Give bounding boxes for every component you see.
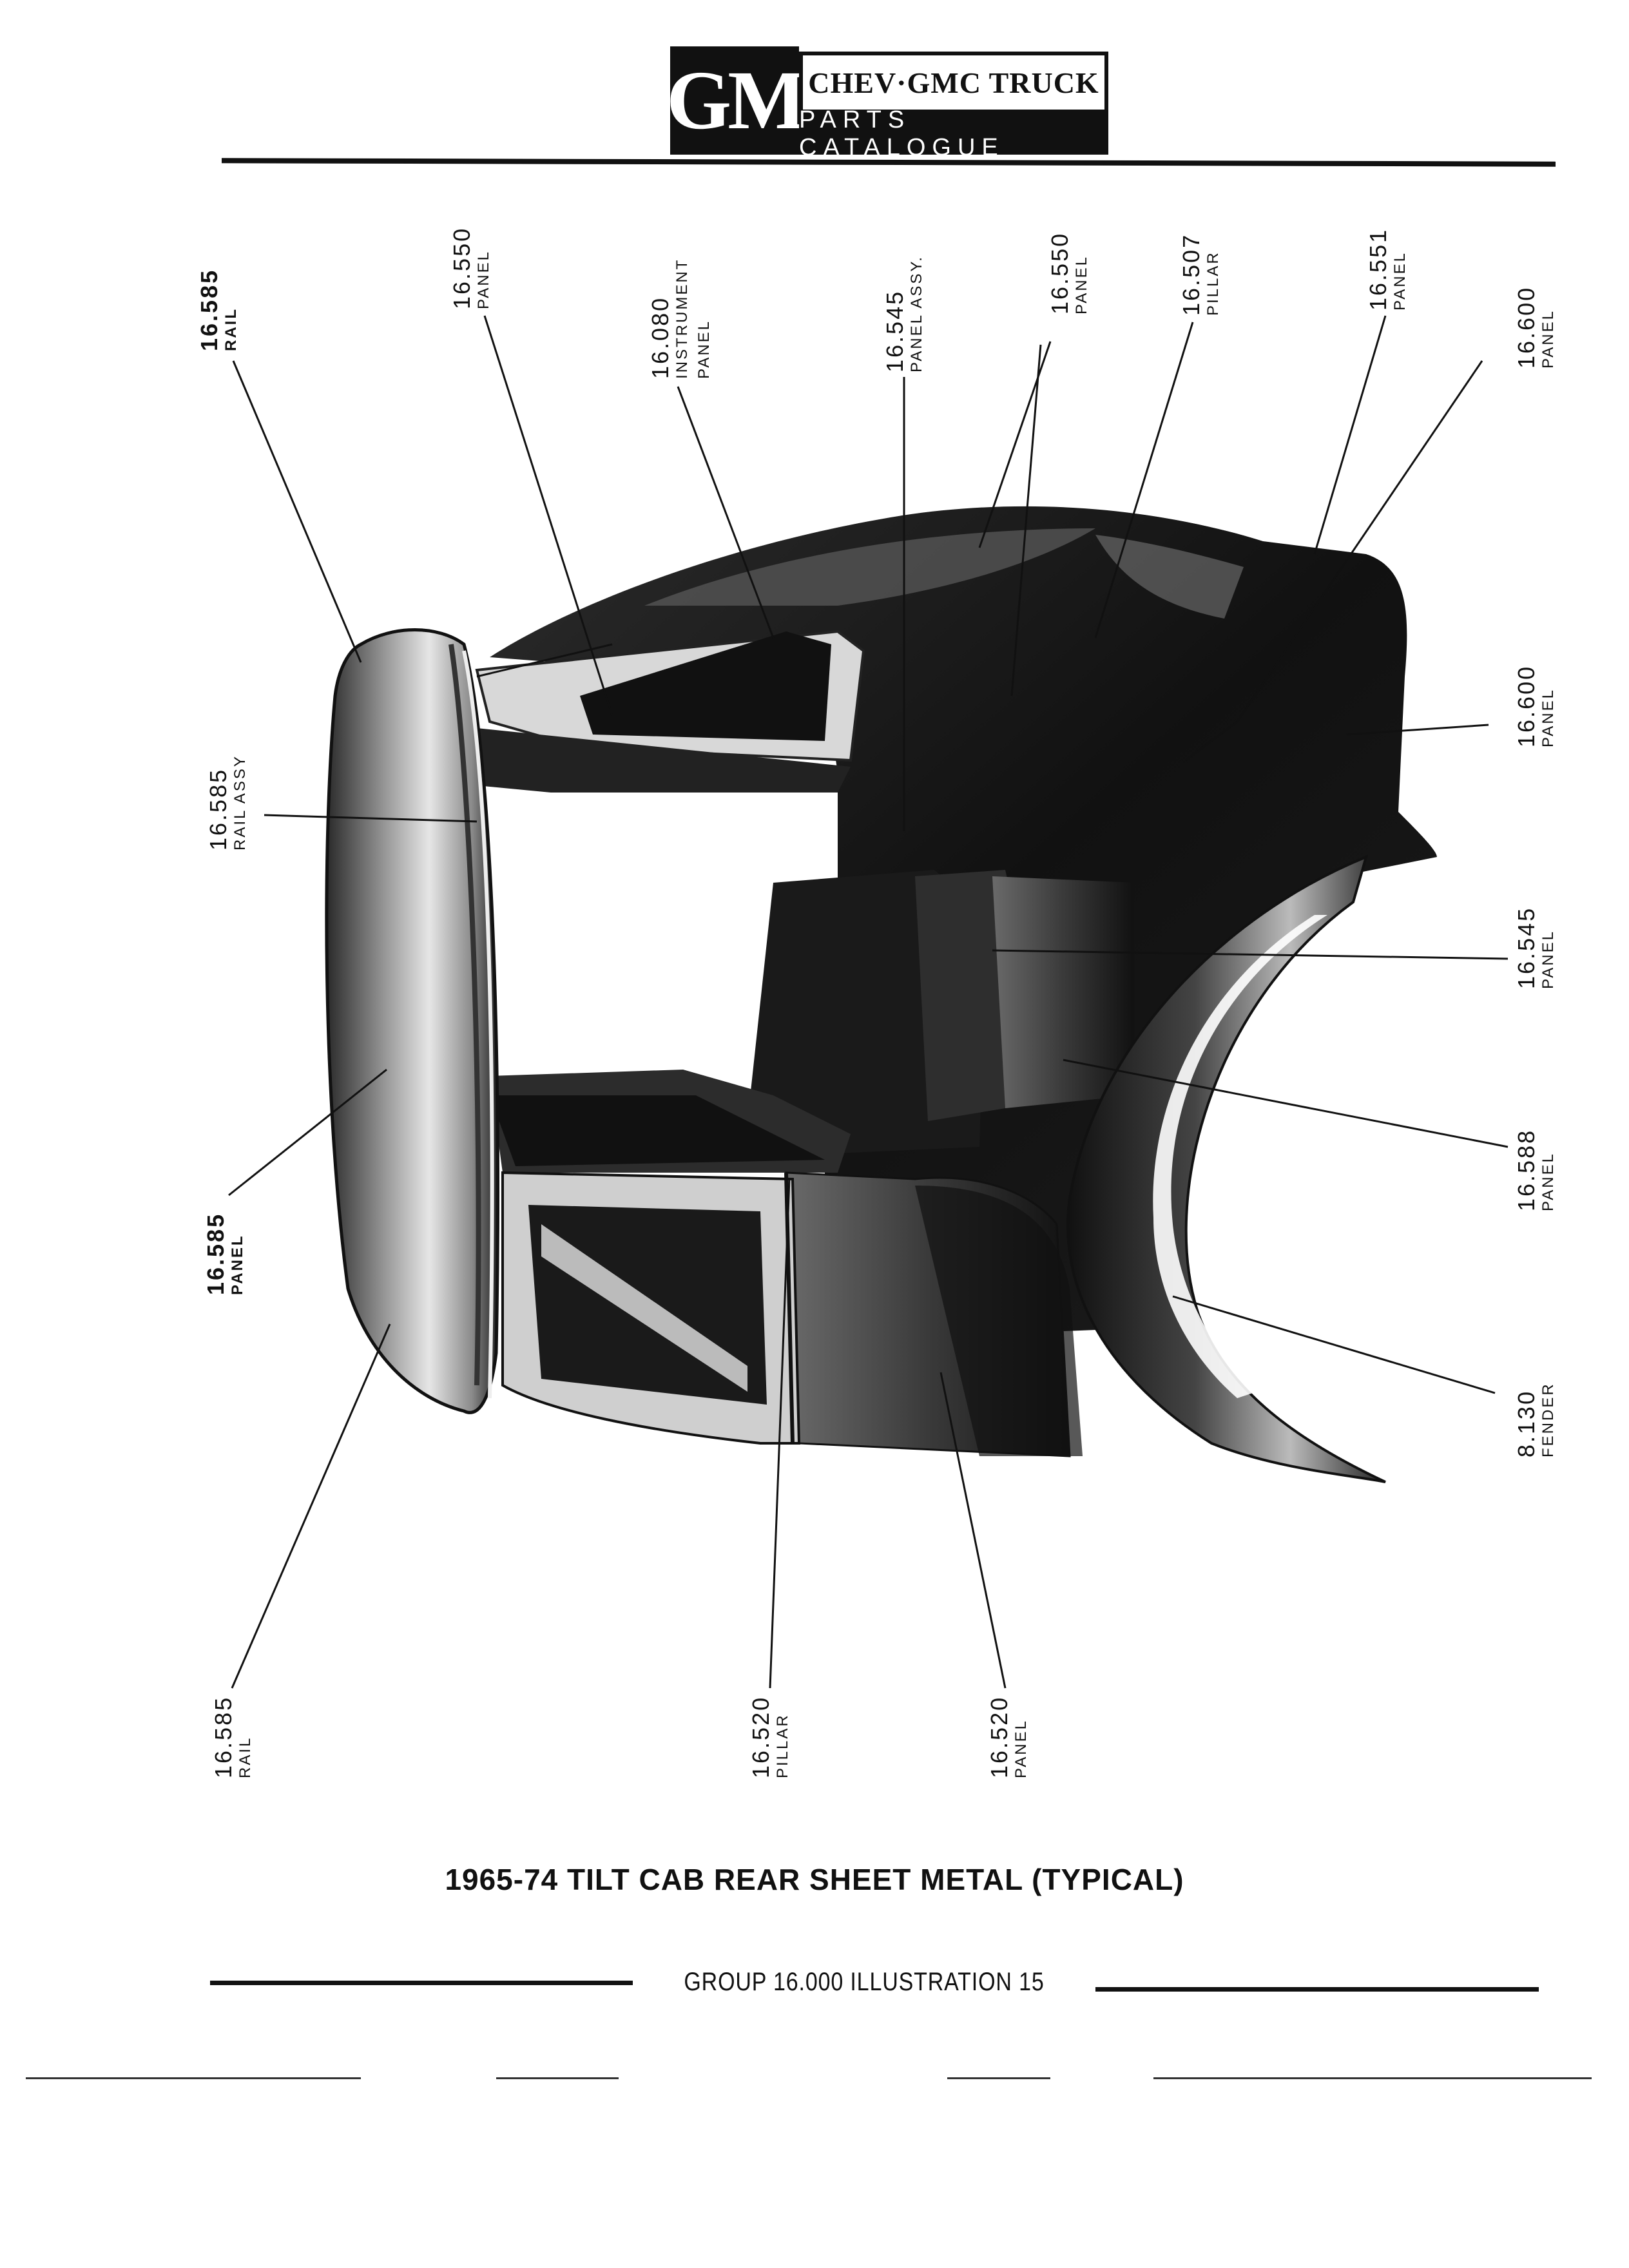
callout-name: RAIL ASSY: [231, 754, 249, 850]
callout-number: 16.507: [1178, 233, 1204, 316]
leader-c13: [228, 1068, 387, 1196]
leader-c3: [677, 386, 775, 639]
callout-number: 16.600: [1513, 664, 1539, 747]
callout-name: PANEL: [1391, 251, 1409, 311]
callout-16588-panel: 16.588 PANEL: [1513, 1128, 1559, 1211]
callout-number: 16.550: [448, 226, 475, 309]
callout-number: 16.520: [986, 1695, 1012, 1778]
leader-c11: [992, 949, 1509, 960]
leader-c6: [1094, 322, 1194, 639]
callout-name: PANEL: [1012, 1719, 1030, 1778]
leader-c12: [1063, 1059, 1509, 1148]
callout-number: 16.545: [1513, 906, 1539, 989]
callout-16585-rail-bottom: 16.585 RAIL: [210, 1695, 256, 1778]
scan-rule: [26, 2077, 361, 2079]
callout-name-2: PANEL: [695, 320, 713, 379]
callout-8130-fender: 8.130 FENDER: [1513, 1382, 1559, 1457]
callout-name: PANEL: [1539, 930, 1557, 989]
gm-logo: GM: [666, 46, 807, 155]
gm-logo-mark: GM: [666, 54, 807, 147]
callout-name: RAIL: [236, 1736, 254, 1778]
callout-16507-pillar: 16.507 PILLAR: [1178, 233, 1224, 316]
callout-16545-panel-assy: 16.545 PANEL ASSY.: [882, 255, 928, 372]
front-rail-assy: [325, 628, 500, 1414]
leader-c1: [232, 360, 362, 663]
leader-c14: [1172, 1295, 1496, 1394]
callout-number: 16.545: [882, 289, 908, 372]
windshield-opening: [580, 631, 831, 741]
callout-number: 16.585: [205, 767, 231, 850]
lower-quarter-panel-shadow: [915, 1186, 1083, 1456]
callout-16600-panel-top: 16.600 PANEL: [1513, 285, 1559, 369]
callout-16585-panel: 16.585 PANEL: [202, 1212, 249, 1295]
leader-c2b: [476, 643, 613, 678]
scan-rule: [496, 2077, 619, 2079]
callout-name: PANEL: [1539, 1152, 1557, 1211]
leader-c16: [769, 1178, 791, 1689]
leader-c8b: [1185, 720, 1238, 762]
callout-16585-rail-top: 16.585 RAIL: [196, 268, 242, 351]
callout-name: RAIL: [222, 307, 240, 351]
callout-name: PANEL: [1539, 688, 1557, 747]
callout-name: PANEL: [229, 1234, 246, 1295]
callout-number: 16.585: [202, 1212, 229, 1295]
front-rail-edge: [448, 644, 481, 1386]
callout-name: PANEL: [475, 250, 492, 309]
callout-16585-rail-assy: 16.585 RAIL ASSY: [205, 754, 251, 850]
callout-number: 8.130: [1513, 1389, 1539, 1457]
callout-16520-pillar: 16.520 PILLAR: [747, 1695, 794, 1778]
callout-16551-panel: 16.551 PANEL: [1365, 227, 1411, 311]
roof-highlight: [644, 528, 1095, 606]
callout-name: FENDER: [1539, 1382, 1557, 1457]
leader-lines: [228, 315, 1509, 1689]
callout-16545-panel: 16.545 PANEL: [1513, 906, 1559, 989]
leader-c7: [1313, 315, 1387, 555]
callout-name: PANEL: [1073, 255, 1090, 314]
instrument-panel-lower: [477, 728, 851, 799]
leader-c10: [1346, 724, 1489, 736]
leader-c15: [231, 1323, 391, 1689]
callout-number: 16.600: [1513, 285, 1539, 369]
roof-highlight-2: [1095, 535, 1244, 619]
callout-name: INSTRUMENT: [673, 258, 691, 379]
callout-name: PANEL: [1539, 309, 1557, 369]
leader-c9: [264, 814, 477, 823]
callout-16080-instrument-panel: 16.080 INSTRUMENT PANEL: [647, 258, 715, 379]
callout-number: 16.585: [196, 268, 222, 351]
footer-group-illustration: GROUP 16.000 ILLUSTRATION 15: [684, 1968, 1045, 1996]
callout-number: 16.520: [747, 1695, 774, 1778]
callout-name: PILLAR: [1204, 251, 1222, 316]
callout-number: 16.551: [1365, 227, 1391, 311]
brand-line: CHEV·GMC TRUCK: [799, 52, 1108, 113]
rear-panel-light: [992, 876, 1134, 1108]
callout-number: 16.080: [647, 296, 673, 379]
leader-c8: [1236, 360, 1483, 722]
footer-rule-left: [210, 1981, 633, 1985]
callout-16520-panel: 16.520 PANEL: [986, 1695, 1032, 1778]
illustration-caption: 1965-74 TILT CAB REAR SHEET METAL (TYPIC…: [445, 1863, 1184, 1896]
leader-c5b: [1010, 344, 1042, 697]
callout-16550-panel-a: 16.550 PANEL: [448, 226, 495, 309]
footer-rule-right: [1095, 1987, 1539, 1992]
callout-name: PILLAR: [774, 1713, 791, 1778]
callout-16600-panel-mid: 16.600 PANEL: [1513, 664, 1559, 747]
lower-door-brace: [541, 1224, 747, 1392]
callout-name: PANEL ASSY.: [908, 255, 925, 372]
seat-back-inner: [915, 870, 1018, 1121]
scan-rule: [1153, 2077, 1592, 2079]
leader-c17: [940, 1372, 1007, 1689]
front-rail-edge-2: [462, 650, 494, 1399]
floor-pan-front: [490, 1095, 825, 1166]
callout-number: 16.585: [210, 1695, 236, 1778]
callout-16550-panel-b: 16.550 PANEL: [1046, 231, 1093, 314]
scan-rule: [947, 2077, 1050, 2079]
callout-number: 16.550: [1046, 231, 1073, 314]
rear-fender: [1066, 854, 1386, 1483]
callout-number: 16.588: [1513, 1128, 1539, 1211]
